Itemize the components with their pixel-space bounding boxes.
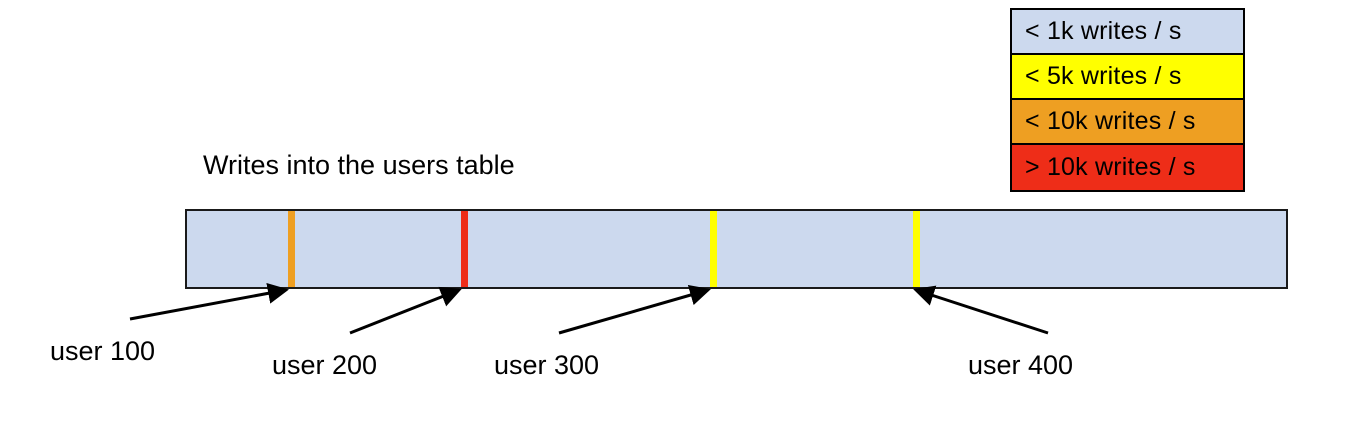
legend-item-under-10k: < 10k writes / s	[1012, 100, 1243, 145]
arrow-user-200	[349, 286, 462, 335]
marker-user-200	[461, 211, 468, 287]
users-table-key-range-bar	[185, 209, 1288, 289]
label-user-400: user 400	[968, 350, 1074, 380]
label-user-100: user 100	[50, 336, 156, 366]
marker-user-400	[913, 211, 920, 287]
legend-item-label: < 5k writes / s	[1025, 62, 1182, 90]
legend-item-under-1k: < 1k writes / s	[1012, 10, 1243, 55]
legend-item-over-10k: > 10k writes / s	[1012, 145, 1243, 190]
legend-item-label: > 10k writes / s	[1025, 153, 1196, 181]
arrow-user-400	[913, 285, 1049, 335]
chart-title: Writes into the users table	[203, 150, 515, 180]
legend-item-label: < 10k writes / s	[1025, 107, 1196, 135]
arrow-user-100	[129, 282, 289, 321]
legend-item-under-5k: < 5k writes / s	[1012, 55, 1243, 100]
legend-item-label: < 1k writes / s	[1025, 17, 1182, 45]
label-user-200: user 200	[272, 350, 378, 380]
marker-user-300	[710, 211, 717, 287]
marker-user-100	[288, 211, 295, 287]
label-user-300: user 300	[494, 350, 600, 380]
writes-legend: < 1k writes / s < 5k writes / s < 10k wr…	[1010, 8, 1245, 192]
arrow-user-300	[558, 284, 711, 335]
